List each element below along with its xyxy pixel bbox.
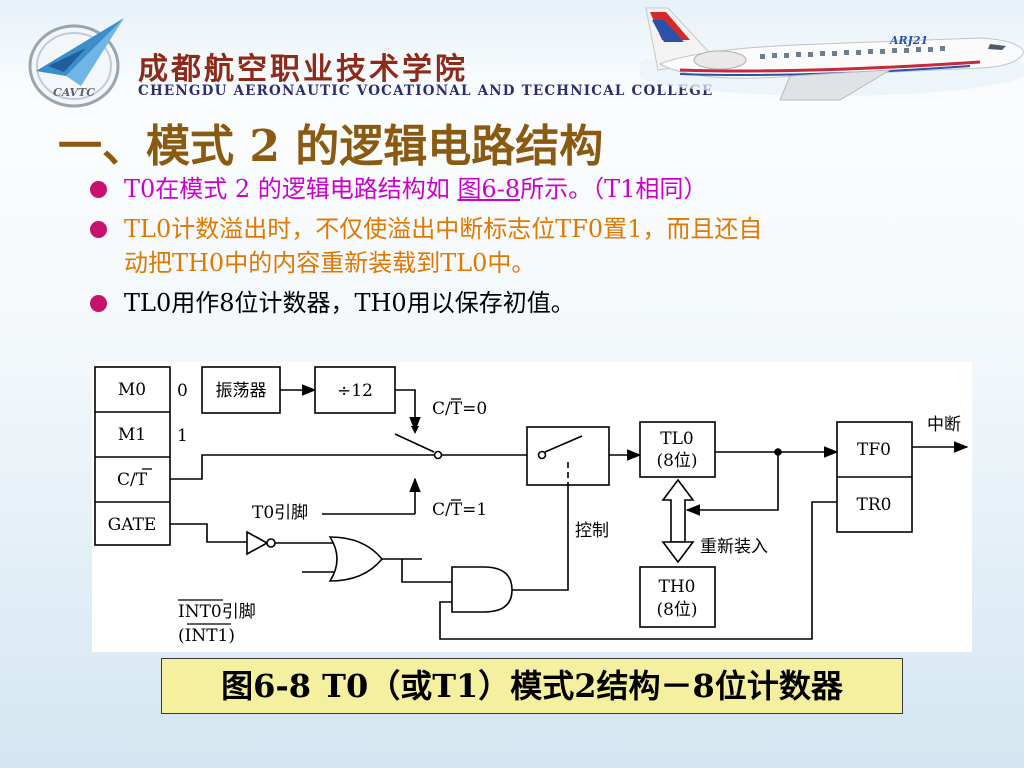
m0-value: 0: [177, 381, 188, 401]
bullet-2-line-1: TL0计数溢出时，不仅使溢出中断标志位TF0置1，而且还自: [124, 215, 763, 243]
tl0-bits-label: (8位): [656, 451, 697, 471]
or-gate: [328, 536, 384, 582]
plane-label: ARJ21: [889, 34, 928, 47]
int0-pin-label: INT0引脚: [178, 602, 256, 622]
college-logo: CAVTC: [28, 18, 124, 108]
divider-label: ÷12: [337, 381, 373, 401]
divider-box: [314, 366, 396, 414]
figure-link[interactable]: 图6-8: [457, 175, 521, 203]
bullet-2-line-2: 动把TH0中的内容重新装载到TL0中。: [124, 249, 536, 277]
oscillator-label: 振荡器: [216, 381, 267, 401]
int1-pin-label: (INT1): [178, 626, 235, 646]
bullet-item-3: TL0用作8位计数器，TH0用以保存初值。: [90, 286, 1010, 320]
bullet-1-text: T0在模式 2 的逻辑电路结构如: [124, 175, 458, 203]
ct0-label: C/T=0: [432, 399, 487, 419]
tf0-label: TF0: [857, 440, 891, 460]
m1-value: 1: [177, 426, 188, 446]
logo-text: CAVTC: [53, 86, 95, 99]
bullet-item-2: TL0计数溢出时，不仅使溢出中断标志位TF0置1，而且还自 动把TH0中的内容重…: [90, 212, 1010, 280]
interrupt-label: 中断: [927, 415, 961, 435]
bullet-dot-icon: [90, 181, 107, 198]
and-gate: [451, 566, 513, 613]
logic-circuit-diagram: M0 M1 C/T GATE 0 1 振荡器 ÷12 C/T=0 C/T=1 T…: [92, 362, 972, 652]
bullet-list: T0在模式 2 的逻辑电路结构如 图6-8所示。（T1相同） TL0计数溢出时，…: [90, 172, 1010, 326]
th0-register: [639, 566, 716, 628]
airplane-illustration: ARJ21: [640, 7, 1024, 101]
tmod-bit-ct: C/T: [117, 470, 148, 490]
bullet-dot-icon: [90, 221, 107, 238]
bullet-3-text: TL0用作8位计数器，TH0用以保存初值。: [124, 289, 575, 317]
tmod-bit-m0: M0: [118, 380, 146, 400]
bullet-1-text-end: 所示。（T1相同）: [520, 175, 708, 203]
bullet-item-1: T0在模式 2 的逻辑电路结构如 图6-8所示。（T1相同）: [90, 172, 1010, 206]
college-name-en: CHENGDU AERONAUTIC VOCATIONAL AND TECHNI…: [138, 83, 714, 99]
tl0-register: [639, 421, 716, 478]
oscillator-box: [201, 366, 281, 414]
tmod-bit-gate: GATE: [108, 515, 157, 535]
tmod-bit-m1: M1: [118, 425, 146, 445]
th0-label: TH0: [659, 577, 696, 597]
tmod-register-box: [94, 366, 171, 546]
t0-pin-label: T0引脚: [252, 503, 308, 523]
tr0-label: TR0: [857, 495, 892, 515]
slide-title: 一、模式 2 的逻辑电路结构: [58, 121, 604, 172]
figure-caption: 图6-8 T0（或T1）模式2结构－8位计数器: [161, 658, 903, 714]
college-name-cn: 成都航空职业技术学院: [138, 52, 468, 87]
ct1-label: C/T=1: [432, 500, 487, 520]
bullet-dot-icon: [90, 295, 107, 312]
th0-bits-label: (8位): [656, 600, 697, 620]
control-label: 控制: [575, 521, 609, 541]
tl0-label: TL0: [660, 429, 693, 449]
reload-label: 重新装入: [700, 537, 768, 557]
